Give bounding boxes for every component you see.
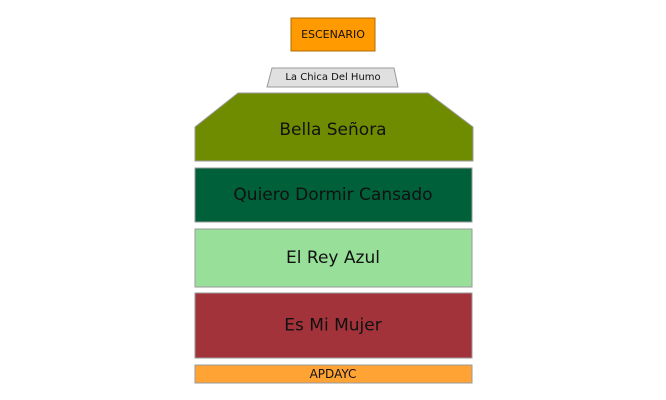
section-quiero-dormir-cansado[interactable]: Quiero Dormir Cansado [194,167,473,223]
section-label: Quiero Dormir Cansado [233,185,432,205]
section-label: APDAYC [310,367,357,381]
section-es-mi-mujer[interactable]: Es Mi Mujer [194,292,473,359]
section-la-chica-del-humo[interactable]: La Chica Del Humo [266,67,399,88]
section-label: Es Mi Mujer [284,316,381,336]
stage-label: ESCENARIO [301,28,365,41]
section-apdayc[interactable]: APDAYC [194,364,473,384]
section-label: Bella Señora [279,120,386,140]
stage-box [290,17,376,52]
section-bella-senora[interactable]: Bella Señora [194,92,474,162]
stage: ESCENARIO [290,17,376,52]
section-label: La Chica Del Humo [285,72,380,83]
section-el-rey-azul[interactable]: El Rey Azul [194,228,473,288]
section-label: El Rey Azul [286,248,380,268]
